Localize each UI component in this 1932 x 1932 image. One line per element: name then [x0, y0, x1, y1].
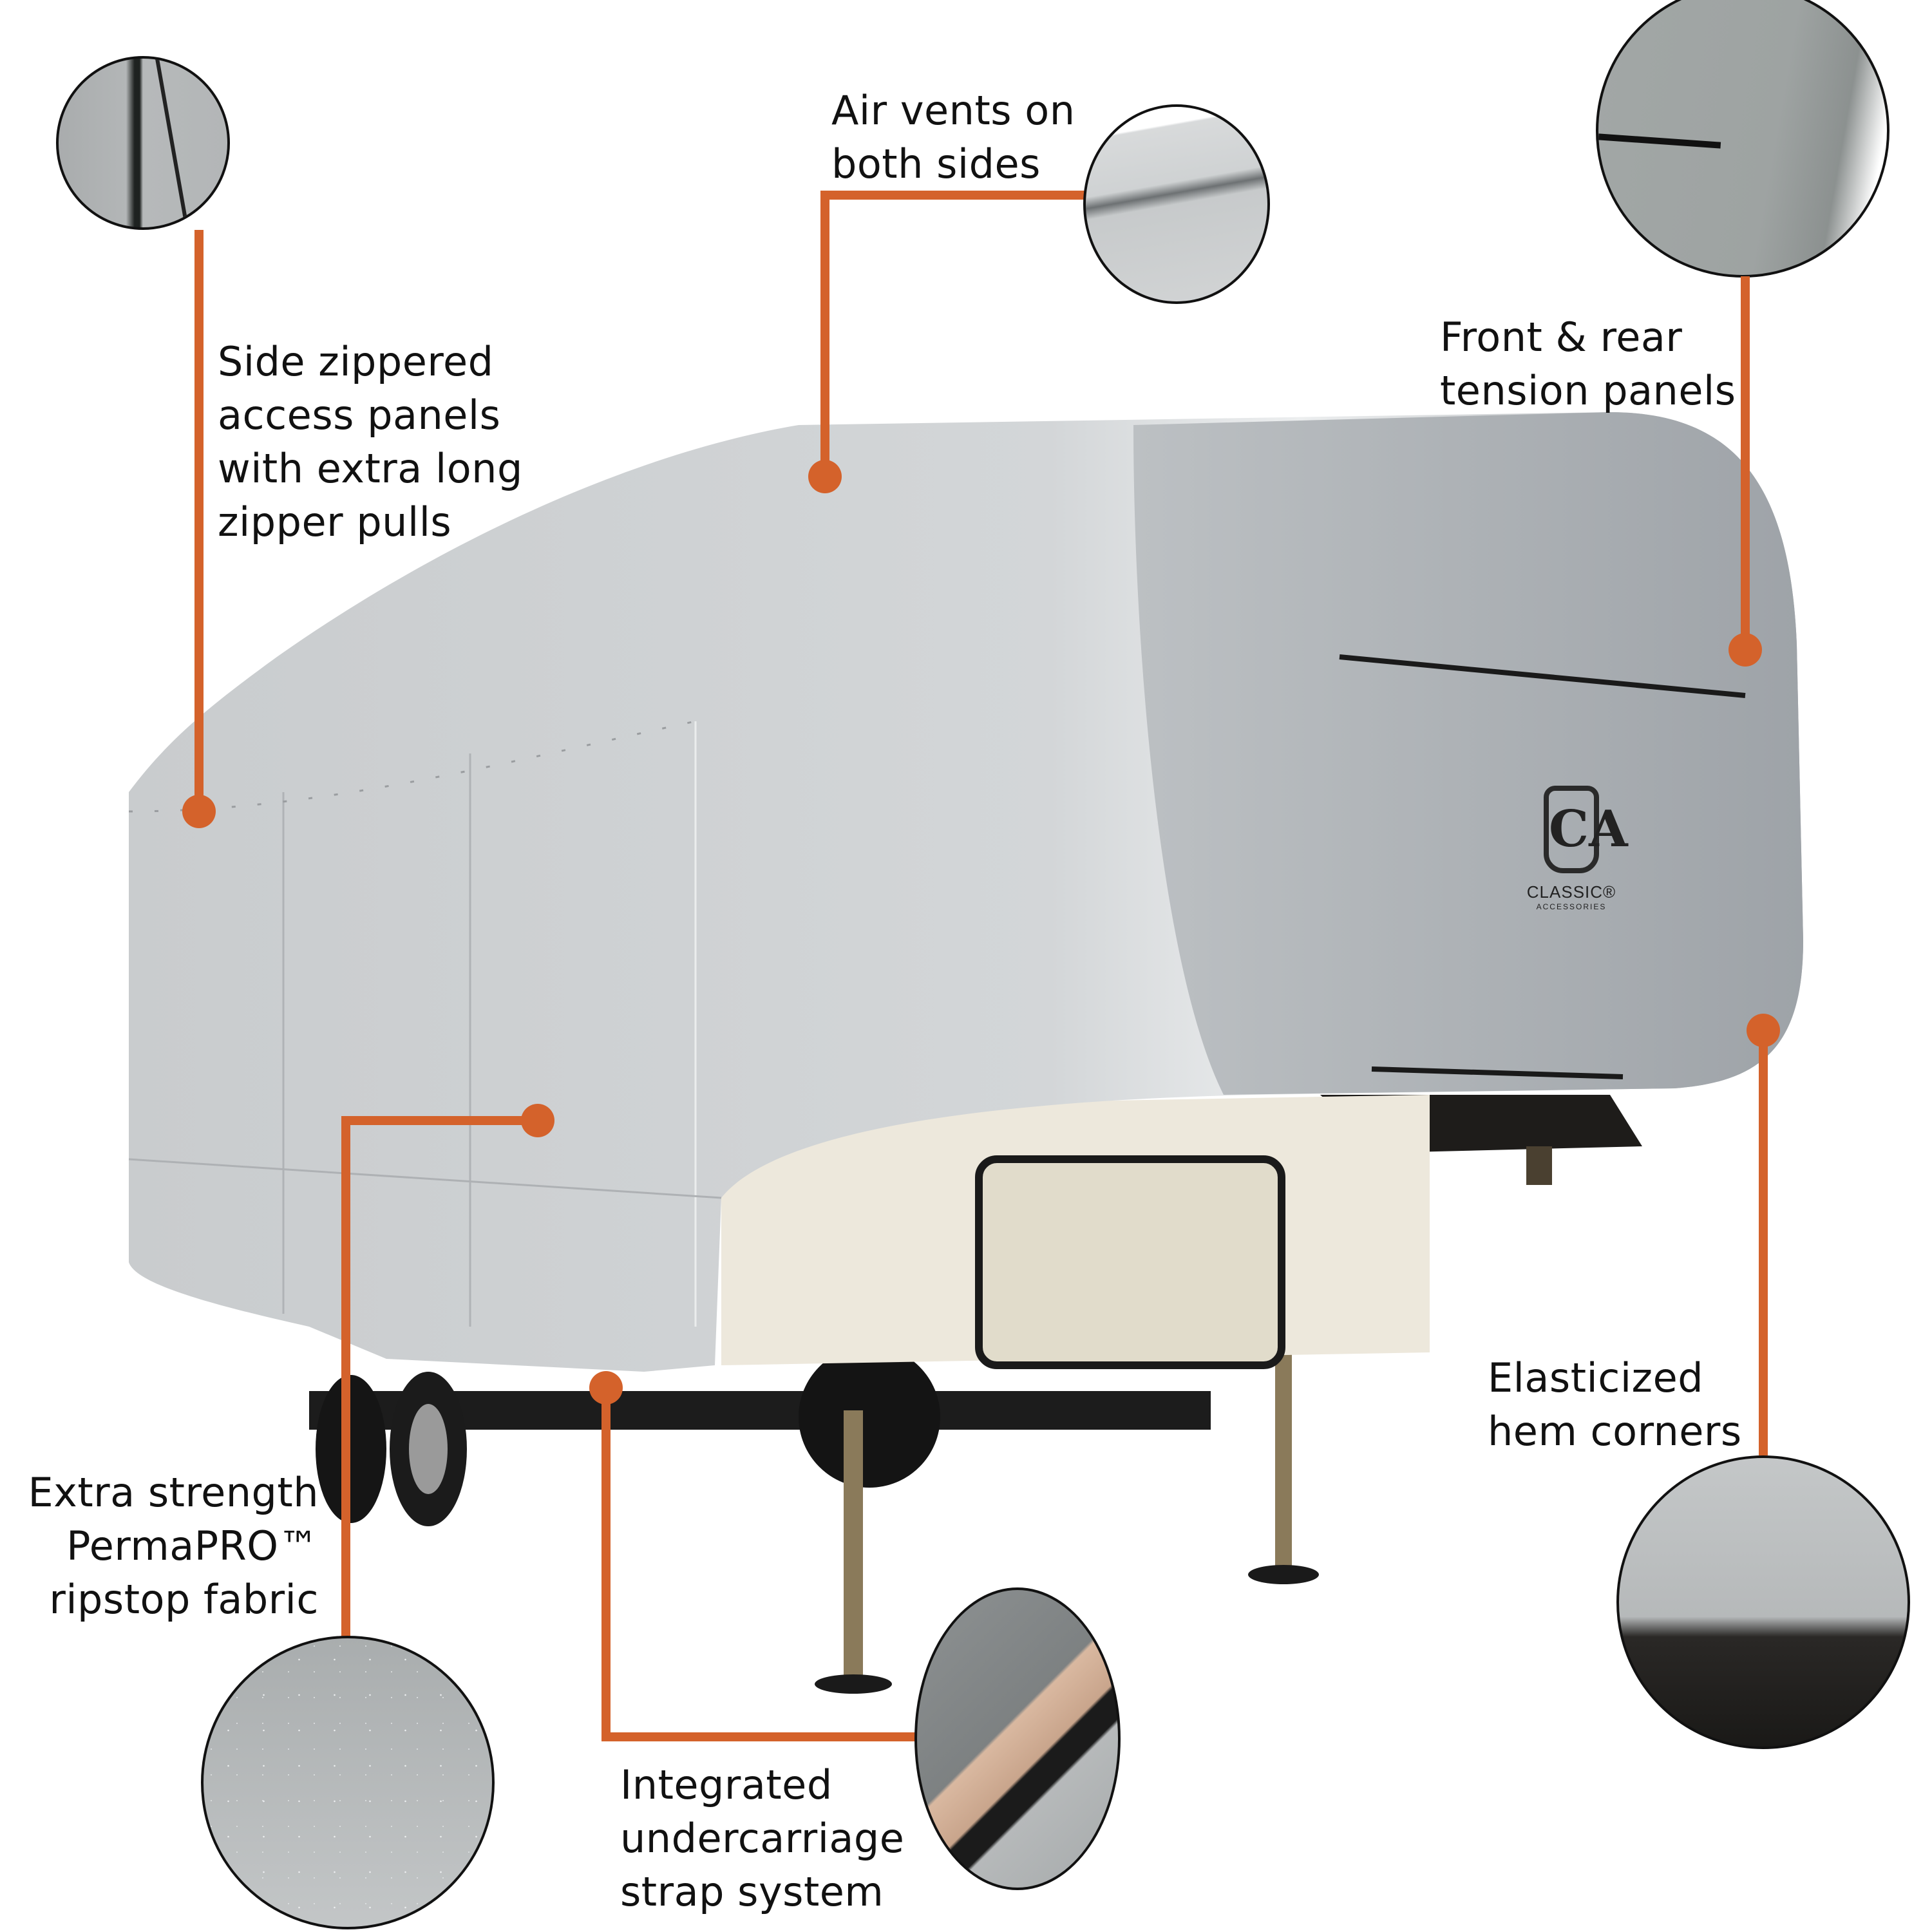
- callout-label-fabric: Extra strength PermaPRO™ ripstop fabric: [28, 1469, 319, 1623]
- air-vent-detail-image: [1083, 104, 1270, 304]
- callout-line-hem: [1759, 1030, 1768, 1455]
- logo-sub: ACCESSORIES: [1536, 902, 1607, 911]
- callout-dot-tension: [1728, 633, 1762, 667]
- callout-dot-vents: [808, 460, 842, 493]
- callout-line-vents-h: [820, 191, 1084, 200]
- callout-line-vents-v: [820, 191, 829, 477]
- callout-label-strap: Integrated undercarriage strap system: [620, 1761, 905, 1915]
- logo-name: CLASSIC®: [1526, 882, 1616, 902]
- callout-line-tension: [1741, 276, 1750, 650]
- callout-line-strap-h: [601, 1732, 917, 1741]
- tension-strap-icon: [1598, 133, 1721, 149]
- callout-line-zipper: [194, 230, 204, 811]
- water-beading-fabric-detail-image: [201, 1636, 495, 1929]
- callout-dot-zipper: [182, 795, 216, 828]
- callout-line-fabric-v: [341, 1116, 350, 1638]
- callout-label-hem: Elasticized hem corners: [1488, 1354, 1742, 1455]
- brand-logo: CA CLASSIC® ACCESSORIES: [1520, 786, 1628, 911]
- callout-label-zipper: Side zippered access panels with extra l…: [218, 338, 523, 545]
- callout-label-tension: Front & rear tension panels: [1440, 314, 1736, 414]
- zipper-detail-image: [56, 56, 230, 230]
- tension-strap-bottom: [1371, 1066, 1624, 1079]
- callout-line-fabric-h: [341, 1116, 538, 1125]
- storage-door: [975, 1155, 1285, 1369]
- tension-strap-top: [1339, 654, 1746, 698]
- zipper-pull-icon: [155, 59, 189, 227]
- wheel: [316, 1375, 386, 1523]
- logo-mark: CA: [1544, 786, 1628, 873]
- wheel: [799, 1346, 940, 1488]
- callout-line-strap-v: [601, 1388, 611, 1741]
- buckle-strap-detail-image: [914, 1587, 1121, 1890]
- callout-label-vents: Air vents on both sides: [831, 87, 1075, 187]
- hem-corner-detail-image: [1616, 1455, 1910, 1749]
- cover-front-cap: [1133, 412, 1803, 1095]
- jack-stand: [844, 1410, 863, 1681]
